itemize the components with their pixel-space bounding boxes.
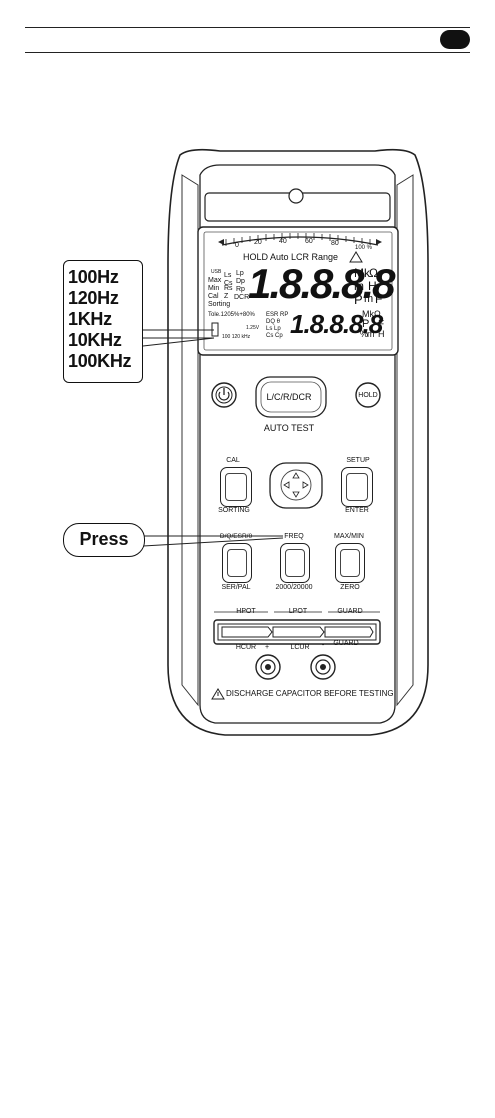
lcd-cs-cp: Cs Cp: [266, 333, 283, 339]
zero-label: ZERO: [340, 584, 360, 591]
lcd-volt: 1.25V: [246, 325, 260, 331]
lcd-unit-p: P: [354, 292, 363, 307]
dq-esr-button-key: [227, 549, 247, 577]
lcd-unit2-m: m: [367, 329, 375, 339]
cal-sorting-button[interactable]: [220, 467, 252, 507]
freq-button[interactable]: [280, 543, 310, 583]
power-button[interactable]: [210, 382, 238, 410]
lcd-label-rs: Rs: [224, 285, 233, 292]
lcd-usb-icon: USB: [211, 269, 222, 275]
lcd-label-max: Max: [208, 277, 222, 284]
lcd-unit2-mk: Mk: [362, 309, 374, 319]
ser-pal-label: SER/PAL: [221, 584, 251, 591]
freq-1khz: 1KHz: [68, 309, 112, 329]
meter-body: [167, 148, 429, 736]
hcur-jack[interactable]: [256, 655, 280, 679]
lcd-label-dcr: DCR: [234, 294, 250, 301]
freq-label: FREQ: [284, 533, 304, 540]
setup-enter-button[interactable]: [341, 467, 373, 507]
lcd-label-lp: Lp: [236, 270, 244, 277]
language-badge: [440, 30, 470, 49]
sorting-label: SORTING: [218, 507, 250, 514]
lcd-label-dp: Dp: [236, 278, 245, 285]
lcd-label-rp: Rp: [236, 286, 245, 293]
lcd-scale-0: 0: [235, 242, 239, 249]
lcd-label-z: Z: [224, 293, 229, 300]
lcd-scale-80: 80: [331, 240, 339, 247]
nav-pad[interactable]: [270, 463, 322, 508]
lcd-unit2-ohm: Ω: [374, 309, 381, 319]
lcd-tole: Tole.1205%+80%: [208, 312, 255, 318]
lpot-label: LPOT: [288, 608, 308, 615]
maxmin-button[interactable]: [335, 543, 365, 583]
dq-esr-label: D/Q/ESR/θ: [219, 533, 253, 540]
guard-top-label: GUARD: [337, 608, 363, 615]
freq-button-key: [285, 549, 305, 577]
hcur-label: HCUR: [235, 644, 257, 651]
freq-100khz: 100KHz: [68, 351, 132, 371]
lcd-ls-lp: Ls Lp: [266, 326, 281, 332]
lcd-unit-m2: m: [364, 293, 374, 305]
lcd-esr: ESR RP: [266, 312, 289, 318]
lcd-unit2-p: P: [362, 318, 370, 330]
count-label: 2000/20000: [275, 584, 313, 591]
lcd-unit-h: H: [368, 279, 377, 293]
lcd-unit-mk: Mk: [354, 266, 370, 280]
press-callout: Press: [63, 523, 145, 557]
maxmin-label: MAX/MIN: [334, 533, 364, 540]
lcd-main-digits: 1.8.8.8.8: [248, 260, 395, 307]
plus-label: +: [264, 644, 270, 651]
setup-enter-button-key: [346, 473, 368, 501]
lcd-sub-digits: 1.8.8.8.8: [290, 309, 383, 339]
lcd-unit-f: F: [375, 292, 383, 306]
lcd-unit2-f: F: [378, 319, 385, 330]
cal-label: CAL: [226, 457, 240, 464]
lcd-scale-40: 40: [279, 238, 287, 245]
dq-esr-button[interactable]: [222, 543, 252, 583]
lcd-scale-100: 100 %: [355, 245, 373, 251]
lcd-unit-ohm: Ω: [369, 266, 378, 280]
hpot-label: HPOT: [236, 608, 256, 615]
lcd-unit-m: m: [354, 279, 364, 293]
auto-test-label: AUTO TEST: [263, 423, 315, 433]
callout-pointer-lines: [142, 329, 284, 547]
setup-label: SETUP: [346, 457, 370, 464]
guard-bottom-label: GUARD: [333, 640, 359, 647]
lcur-jack[interactable]: [311, 655, 335, 679]
header-rule-top: [25, 27, 470, 28]
lcd-dq: DQ θ: [266, 319, 281, 325]
frequency-callout: 100Hz 120Hz 1KHz 10KHz 100KHz: [63, 260, 143, 383]
header-rule-bottom: [25, 52, 470, 53]
freq-120hz: 120Hz: [68, 288, 119, 308]
lcd-mode-line: HOLD Auto LCR Range: [243, 252, 339, 262]
enter-label: ENTER: [345, 507, 369, 514]
freq-100hz: 100Hz: [68, 267, 119, 287]
lcd-unit2-percent: %: [360, 329, 369, 339]
lcd-unit2-h: H: [378, 329, 385, 339]
lcd-label-ls-cs: Ls Cs: [224, 272, 233, 287]
lcur-label: LCUR: [290, 644, 310, 651]
lcd-label-sorting: Sorting: [208, 301, 231, 308]
lcr-dcr-label[interactable]: L/C/R/DCR: [266, 392, 312, 402]
lcd-label-cal: Cal: [208, 293, 219, 300]
discharge-warning: DISCHARGE CAPACITOR BEFORE TESTING: [226, 689, 394, 698]
lcd-label-min: Min: [208, 285, 220, 292]
lcd-freqs: 100 120 kHz: [222, 334, 251, 340]
cal-sorting-button-key: [225, 473, 247, 501]
freq-10khz: 10KHz: [68, 330, 122, 350]
lcd-scale-20: 20: [254, 239, 262, 246]
hold-button[interactable]: HOLD: [358, 392, 378, 399]
lcd-scale-60: 60: [305, 238, 313, 245]
maxmin-button-key: [340, 549, 360, 577]
minus-label: -: [321, 642, 325, 649]
